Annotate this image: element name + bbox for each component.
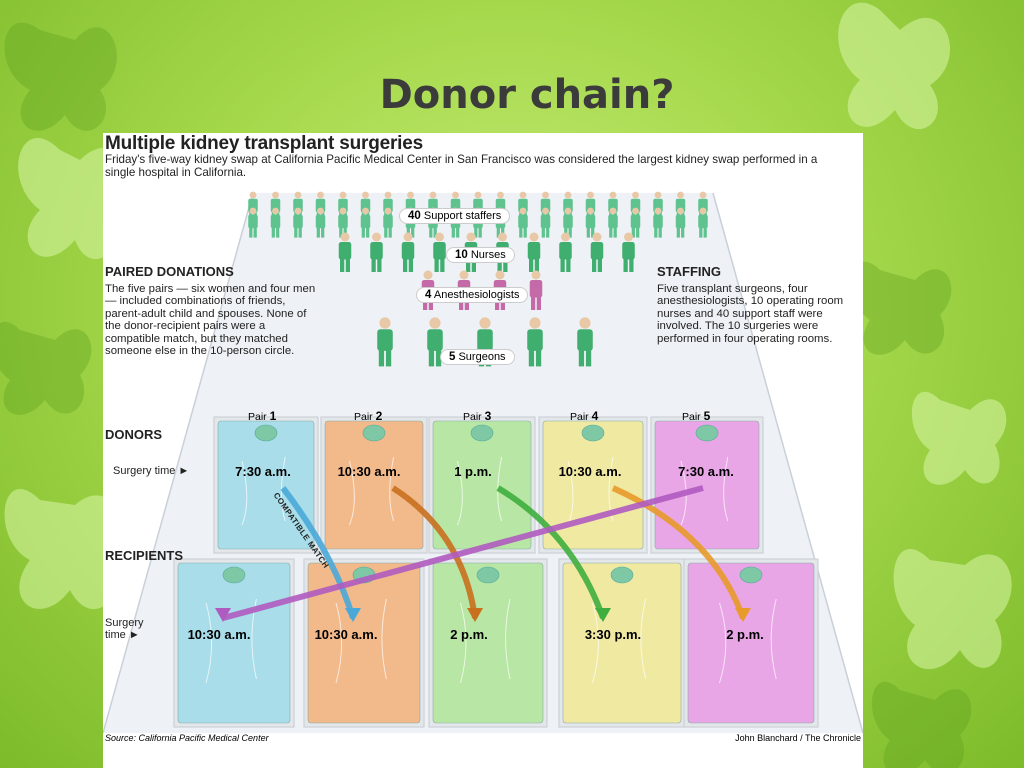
butterfly-icon — [0, 321, 92, 415]
staff-figure — [270, 207, 281, 238]
staff-figure — [293, 207, 303, 238]
recipient-surgery-time-label: Surgery time ► — [105, 617, 144, 641]
patient-bed — [558, 558, 686, 728]
graphic-title: Multiple kidney transplant surgeries — [105, 133, 423, 154]
butterfly-icon — [838, 2, 951, 130]
donor-time-3: 1 p.m. — [454, 464, 492, 479]
staff-figure — [608, 207, 618, 238]
butterfly-icon — [4, 22, 117, 131]
pair-label-1: Pair 1 — [248, 409, 277, 423]
match-arrow — [215, 485, 704, 622]
staff-figure — [590, 232, 604, 272]
patient-bed — [538, 416, 648, 554]
donor-time-1: 7:30 a.m. — [235, 464, 291, 479]
staff-figure — [653, 207, 663, 238]
patient-bed — [173, 558, 295, 728]
patient-bed — [683, 558, 819, 728]
staff-figure — [540, 207, 551, 238]
pair-label-3: Pair 3 — [463, 409, 492, 423]
patient-bed — [650, 416, 764, 554]
match-arrow — [496, 485, 611, 622]
graphic-subtitle: Friday's five-way kidney swap at Califor… — [105, 153, 818, 179]
donors-label: DONORS — [105, 427, 163, 442]
staff-figure — [370, 232, 383, 272]
staff-figure — [529, 270, 543, 310]
nurses-label: 10 Nurses — [446, 247, 515, 263]
staff-figure — [360, 207, 371, 238]
staff-figure — [377, 317, 393, 367]
recipient-time-2: 10:30 a.m. — [314, 627, 378, 642]
donor-time-2: 10:30 a.m. — [337, 464, 401, 479]
recipient-time-3: 2 p.m. — [450, 627, 488, 642]
staff-figure — [383, 207, 393, 238]
artist-credit: John Blanchard / The Chronicle — [735, 733, 861, 743]
butterfly-icon — [18, 137, 129, 260]
staff-figure — [315, 207, 326, 238]
match-arrow — [611, 485, 751, 622]
patient-bed — [428, 558, 548, 728]
staff-figure — [622, 232, 635, 272]
donor-time-5: 7:30 a.m. — [678, 464, 734, 479]
staff-figure — [559, 232, 572, 272]
pair-label-2: Pair 2 — [354, 409, 383, 423]
butterfly-icon — [871, 681, 972, 768]
staff-figure — [433, 232, 446, 272]
match-arrows — [215, 485, 751, 622]
staff-figure — [527, 232, 541, 272]
anesthesiologists-label: 4 Anesthesiologists — [416, 287, 529, 303]
paired-donations-heading: PAIRED DONATIONS — [105, 264, 234, 279]
surgeons-label: 5 Surgeons — [440, 349, 515, 365]
recipients-label: RECIPIENTS — [105, 548, 184, 563]
recipient-time-4: 3:30 p.m. — [584, 627, 642, 642]
staff-figure — [427, 317, 443, 367]
pair-label-5: Pair 5 — [682, 409, 711, 423]
recipient-time-5: 2 p.m. — [726, 627, 764, 642]
staff-figure — [675, 207, 686, 238]
patient-bed — [303, 558, 425, 728]
support-staff-label: 40 Support staffers — [399, 208, 511, 224]
pair-label-4: Pair 4 — [570, 409, 599, 423]
butterfly-icon — [911, 391, 1007, 485]
source-credit: Source: California Pacific Medical Cente… — [105, 733, 269, 743]
operating-beds — [173, 416, 819, 728]
staff-figure — [585, 207, 596, 238]
staff-figure — [563, 207, 573, 238]
staff-figure — [527, 317, 543, 367]
infographic-panel: Multiple kidney transplant surgeries Fri… — [103, 133, 863, 768]
recipient-time-1: 10:30 a.m. — [187, 627, 251, 642]
patient-bed — [428, 416, 536, 554]
staffing-heading: STAFFING — [657, 264, 722, 279]
staff-figure — [401, 232, 415, 272]
donor-time-4: 10:30 a.m. — [558, 464, 622, 479]
staff-figure — [698, 207, 708, 238]
match-arrow — [280, 486, 361, 622]
butterfly-icon — [4, 488, 122, 610]
staff-figure — [577, 317, 593, 367]
match-arrow — [391, 485, 483, 622]
staff-figure — [338, 207, 348, 238]
staffing-text: Five transplant surgeons, four anesthesi… — [657, 283, 844, 345]
staff-figure — [248, 207, 258, 238]
staff-figure — [518, 207, 528, 238]
slide-title: Donor chain? — [379, 72, 675, 118]
butterfly-icon — [893, 548, 1012, 670]
butterfly-icon — [851, 261, 952, 355]
staff-figure — [338, 232, 352, 272]
patient-bed — [213, 416, 319, 554]
patient-bed — [320, 416, 428, 554]
infographic-drawing — [103, 191, 863, 734]
paired-donations-text: The five pairs — six women and four men … — [105, 283, 316, 358]
staff-figure — [630, 207, 641, 238]
donor-surgery-time-label: Surgery time ► — [113, 465, 190, 477]
